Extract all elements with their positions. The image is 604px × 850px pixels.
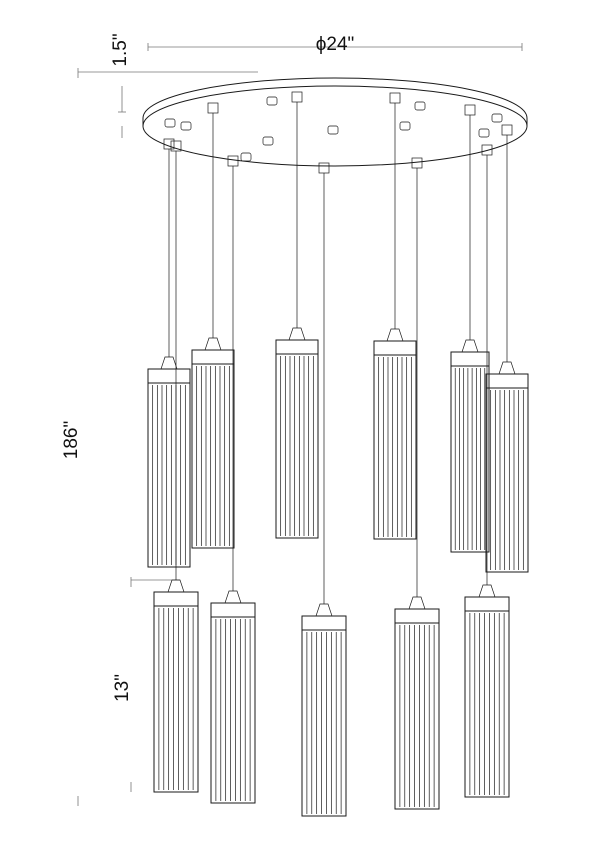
pendant-cap	[478, 584, 496, 598]
pendant-mount	[318, 162, 330, 174]
pendant-mount	[207, 102, 219, 114]
pendants	[147, 91, 529, 817]
shade-collar	[394, 608, 440, 624]
pendant-cap	[224, 590, 242, 604]
pendant-mount	[389, 92, 401, 104]
shade-collar	[464, 596, 510, 612]
shade-body	[153, 605, 199, 793]
canopy-top-edge	[142, 77, 528, 119]
shade-collar	[373, 340, 417, 356]
screw-body	[478, 128, 490, 138]
pendant-light	[485, 124, 529, 573]
shade-body	[485, 387, 529, 573]
overall-height-label: 186"	[61, 421, 82, 459]
screw-body	[262, 136, 274, 146]
pendant-cap	[498, 361, 516, 375]
shade-body	[275, 353, 319, 539]
shade-collar	[191, 349, 235, 365]
pendant-cap	[461, 339, 479, 353]
shade-body	[191, 363, 235, 549]
pendant-light	[153, 140, 199, 793]
canopy-screw	[399, 121, 411, 131]
pendant-light	[394, 157, 440, 810]
shade-collar	[450, 351, 490, 367]
shade-collar	[210, 602, 256, 618]
canopy-screw	[478, 128, 490, 138]
pendant-cap	[315, 603, 333, 617]
pendant-light	[275, 91, 319, 539]
shade-collar	[153, 591, 199, 607]
canopy	[142, 77, 528, 167]
shade-body	[301, 629, 347, 817]
shade-collar	[275, 339, 319, 355]
pendant-light	[191, 102, 235, 549]
pendant-mount	[291, 91, 303, 103]
canopy-height-label: 1.5"	[110, 33, 131, 66]
shade-height-label: 13"	[112, 674, 133, 702]
shade-body	[394, 622, 440, 810]
shade-body	[464, 610, 510, 798]
screw-body	[399, 121, 411, 131]
diameter-label: ϕ24"	[316, 34, 355, 55]
shade-body	[147, 382, 191, 568]
shade-body	[373, 354, 417, 540]
pendant-cap	[288, 327, 306, 341]
pendant-cap	[167, 579, 185, 593]
shade-body	[450, 365, 490, 553]
canopy-screw	[262, 136, 274, 146]
screw-body	[240, 152, 252, 162]
canopy-height-dimension: 1.5"	[78, 33, 258, 138]
shade-collar	[301, 615, 347, 631]
pendant-mount	[464, 104, 476, 116]
canopy-screw	[240, 152, 252, 162]
canopy-screw	[327, 125, 339, 135]
pendant-cap	[204, 337, 222, 351]
overall-height-dimension: 186"	[61, 68, 82, 806]
canopy-screw	[266, 96, 278, 106]
pendant-cap	[386, 328, 404, 342]
pendant-light	[301, 162, 347, 817]
canopy-screw	[414, 101, 426, 111]
screw-body	[180, 121, 192, 131]
shade-collar	[485, 373, 529, 389]
diameter-dimension: ϕ24"	[147, 34, 523, 55]
screw-body	[327, 125, 339, 135]
canopy-screw	[164, 118, 176, 128]
screw-body	[266, 96, 278, 106]
pendant-cap	[408, 596, 426, 610]
pendant-mount	[501, 124, 513, 136]
pendant-mount	[227, 155, 239, 167]
shade-body	[210, 616, 256, 804]
canopy-screws	[164, 96, 503, 162]
pendant-light	[464, 144, 510, 798]
screw-body	[414, 101, 426, 111]
screw-body	[491, 113, 503, 123]
canopy-screw	[491, 113, 503, 123]
screw-body	[164, 118, 176, 128]
canopy-screw	[180, 121, 192, 131]
pendant-cap	[160, 356, 178, 370]
pendant-light	[450, 104, 490, 553]
pendant-light	[147, 138, 191, 568]
shade-collar	[147, 368, 191, 384]
shade-height-dimension: 13"	[112, 577, 180, 792]
pendant-light	[210, 155, 256, 804]
pendant-light	[373, 92, 417, 540]
